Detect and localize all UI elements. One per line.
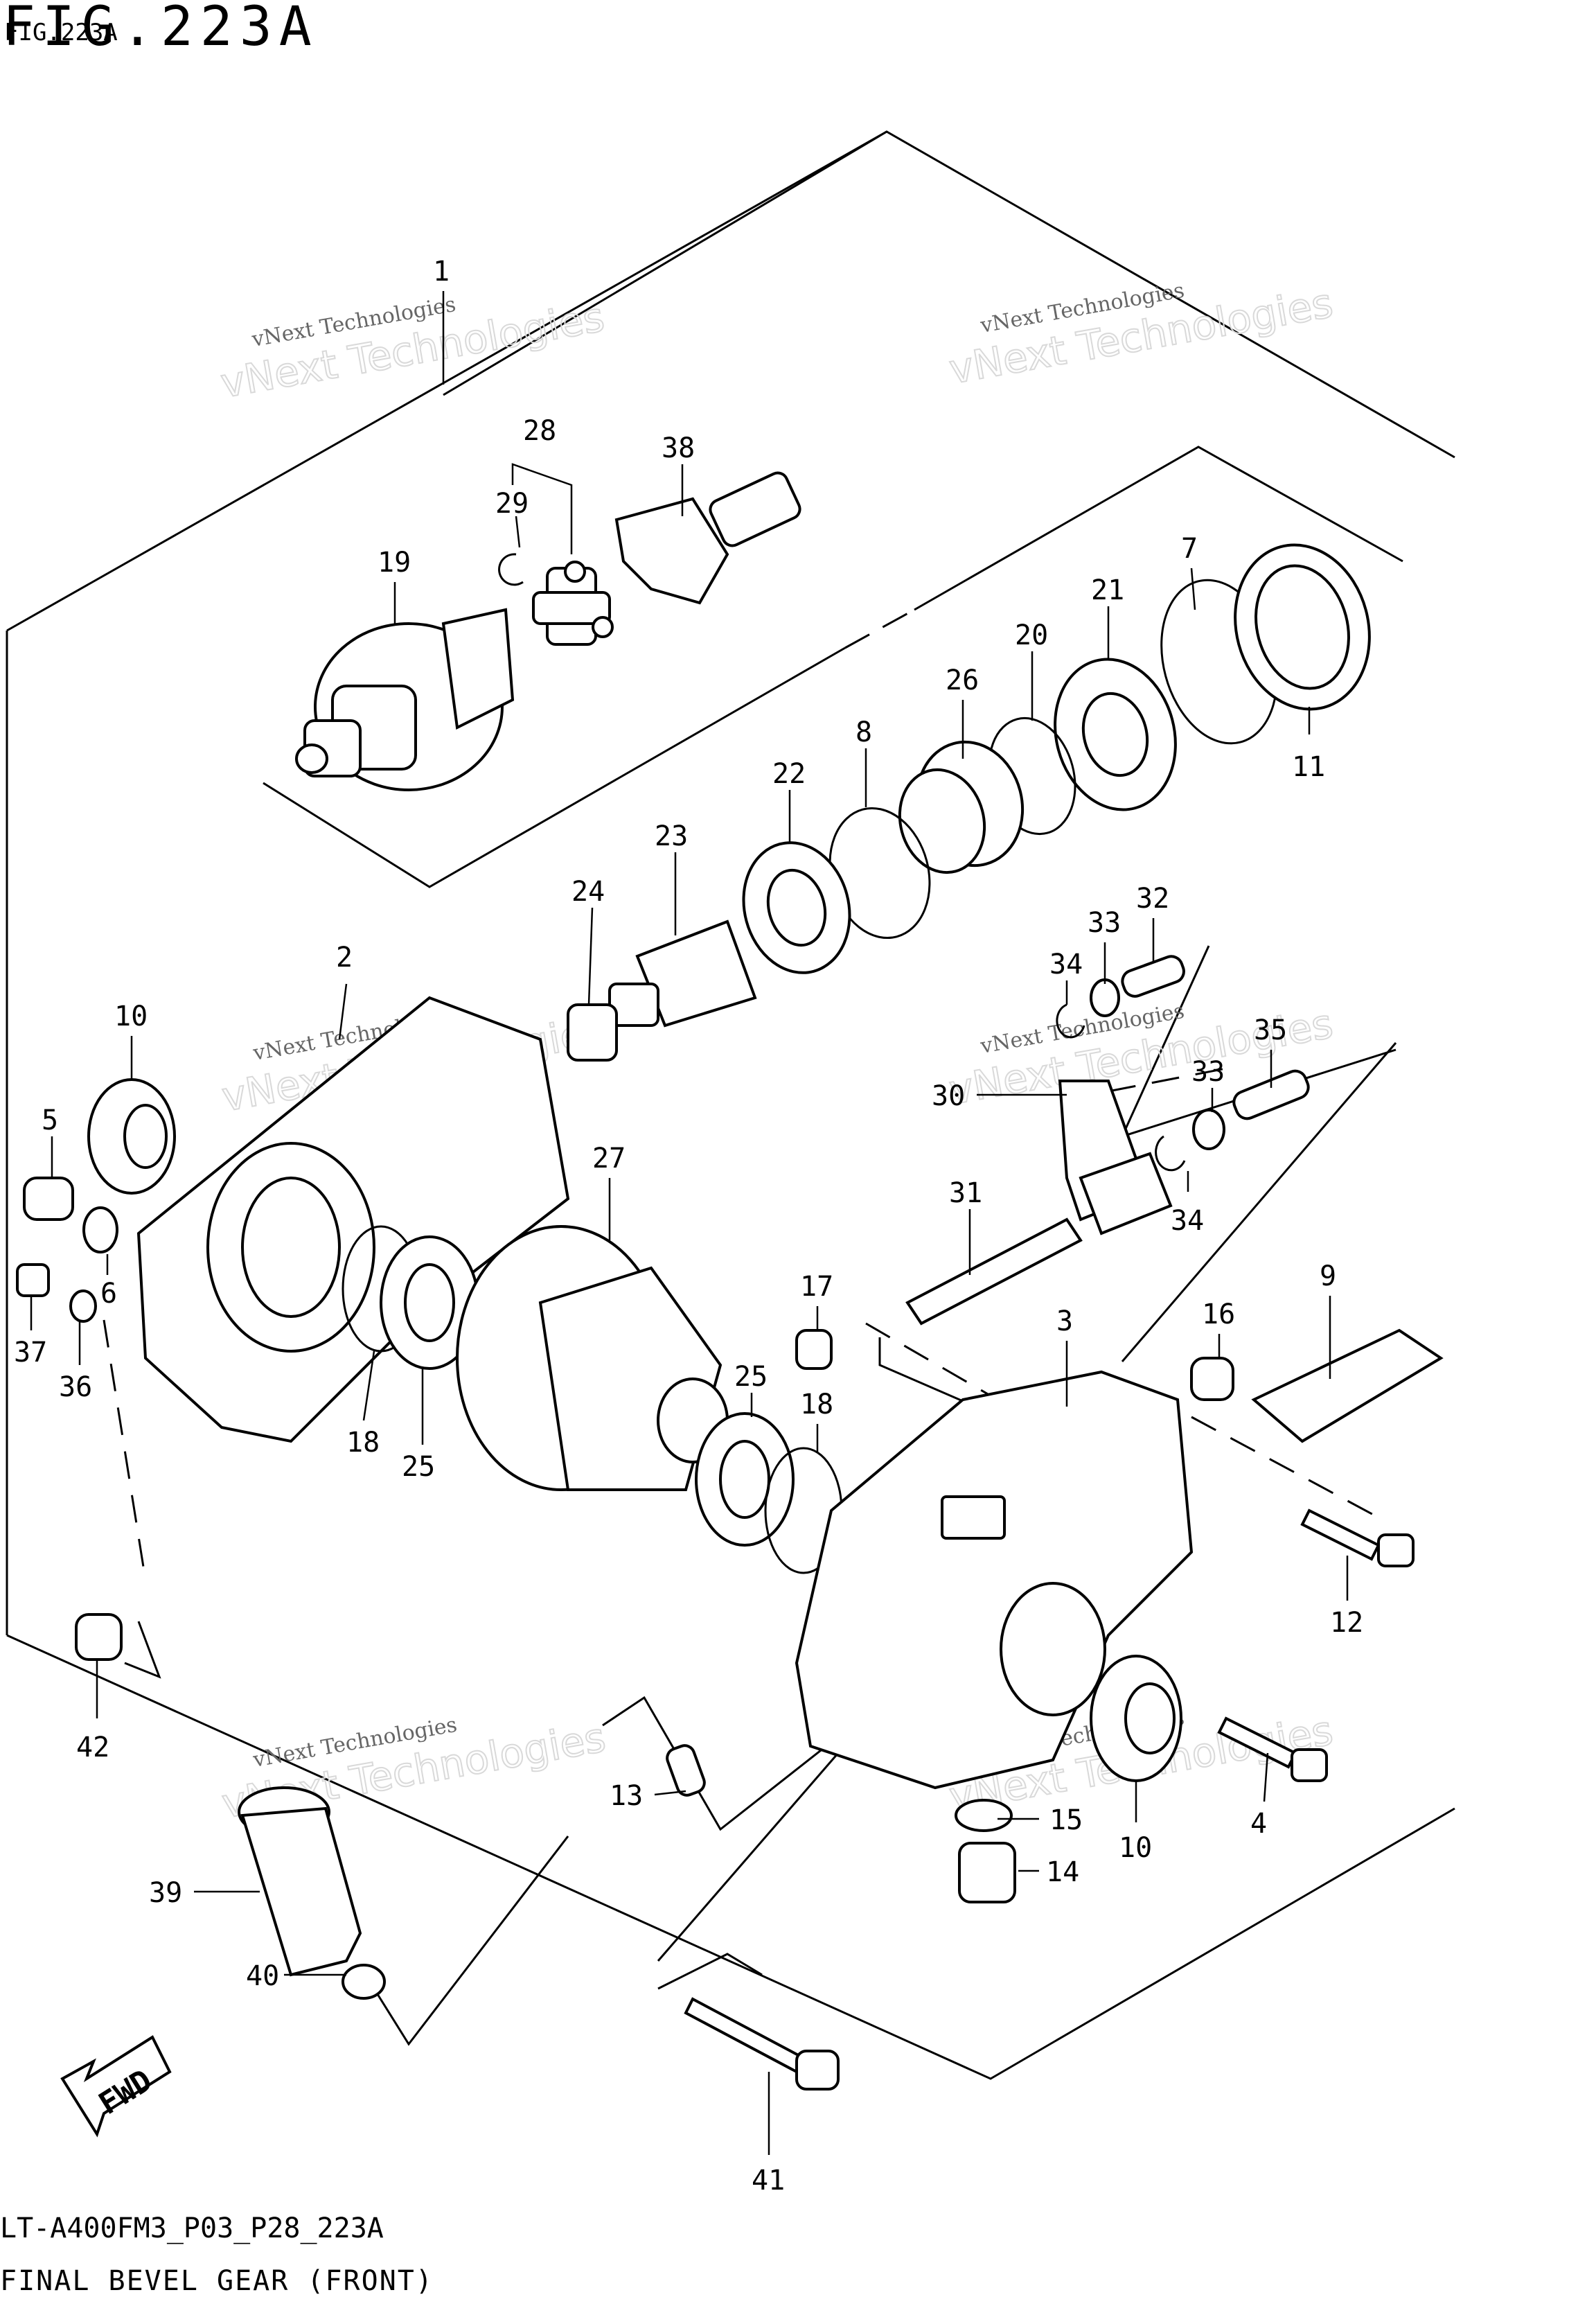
callout-25-left: 25 [402, 1451, 435, 1483]
callout-42: 42 [76, 1732, 109, 1763]
callout-32: 32 [1136, 883, 1169, 915]
callout-23: 23 [655, 820, 688, 852]
part-40-clamp [342, 1964, 386, 2000]
part-32-spring [1121, 955, 1185, 998]
part-42-nut [75, 1613, 123, 1661]
part-21-bearing [1054, 658, 1177, 811]
part-24-needle-bearing [567, 1003, 618, 1062]
callout-22: 22 [772, 758, 806, 790]
callout-29: 29 [495, 488, 529, 520]
part-41-long-bolt [684, 1997, 840, 2091]
callout-31: 31 [949, 1177, 982, 1209]
callout-10-left: 10 [114, 1001, 148, 1032]
callout-5: 5 [42, 1104, 58, 1136]
part-11-oil-seal [1234, 543, 1371, 711]
callout-14: 14 [1046, 1856, 1079, 1888]
callout-33-upper: 33 [1088, 907, 1121, 939]
callout-15: 15 [1049, 1804, 1083, 1836]
callout-35: 35 [1254, 1014, 1287, 1046]
callout-17: 17 [800, 1271, 833, 1303]
model-code: LT-A400FM3_P03_P28_223A [0, 2212, 384, 2244]
assembly-outer-frame [6, 130, 1455, 2080]
part-19-flange-shaft [295, 608, 515, 791]
part-6-washer [82, 1206, 118, 1253]
callout-18-right: 18 [800, 1389, 833, 1420]
part-15-washer [955, 1799, 1013, 1832]
part-25-bearing-right [695, 1412, 795, 1547]
part-9-bracket [1251, 1328, 1444, 1443]
part-3-rear-housing [795, 1370, 1194, 1790]
part-22-bearing [742, 841, 851, 974]
part-10-oil-seal-left [87, 1078, 176, 1195]
diagram-title: FINAL BEVEL GEAR (FRONT) [0, 2265, 434, 2297]
part-38-yoke-shaft [614, 471, 801, 605]
part-34-clip-lower [1155, 1135, 1186, 1172]
callout-1: 1 [433, 256, 450, 288]
callout-9: 9 [1320, 1260, 1336, 1292]
figure-title-small: FIG.223A [4, 19, 118, 46]
callout-7: 7 [1181, 533, 1198, 565]
input-shaft-subframe [263, 446, 1403, 888]
callout-leaders [30, 291, 1349, 2155]
callout-27: 27 [592, 1143, 626, 1174]
callout-2: 2 [336, 942, 353, 974]
part-37-bolt [16, 1263, 50, 1297]
part-27-differential-assembly [456, 1225, 729, 1491]
callout-24: 24 [571, 876, 605, 908]
callout-41: 41 [752, 2165, 785, 2197]
part-5-drain-plug [23, 1177, 74, 1221]
callout-19: 19 [378, 547, 411, 579]
callout-6: 6 [100, 1278, 117, 1310]
part-16-bushing [1190, 1357, 1234, 1401]
callout-3: 3 [1056, 1305, 1073, 1337]
callout-39: 39 [149, 1877, 182, 1909]
callout-20: 20 [1015, 619, 1048, 651]
part-35-spring [1232, 1069, 1310, 1120]
callout-25-right: 25 [734, 1361, 768, 1393]
callout-36: 36 [59, 1371, 92, 1403]
callout-34-lower: 34 [1171, 1205, 1204, 1237]
callout-37: 37 [14, 1337, 47, 1368]
callout-16: 16 [1202, 1299, 1235, 1330]
part-33-washer-lower [1192, 1109, 1225, 1150]
part-13-dowel-pin [666, 1744, 706, 1797]
callout-34-upper: 34 [1049, 949, 1083, 980]
callout-40: 40 [246, 1960, 279, 1992]
callout-4: 4 [1250, 1808, 1267, 1840]
callout-12: 12 [1330, 1607, 1363, 1639]
callout-13: 13 [610, 1780, 643, 1812]
part-39-boot [238, 1786, 362, 1977]
part-31-fork-shaft [905, 1217, 1083, 1326]
misc-guide-lines [124, 1337, 984, 2046]
part-23-pinion-gear [608, 919, 757, 1028]
callout-28: 28 [523, 415, 556, 447]
part-30-shift-fork [1058, 1080, 1173, 1235]
part-17-bushing [795, 1329, 833, 1370]
part-28-universal-joint [532, 561, 614, 646]
part-10-oil-seal-right [1090, 1655, 1182, 1782]
callout-10-right: 10 [1119, 1832, 1152, 1864]
fwd-arrow: FWD [60, 2035, 172, 2138]
part-29-circlip [498, 553, 524, 586]
part-34-clip-upper [1056, 1003, 1085, 1039]
part-36-washer [69, 1290, 97, 1323]
part-33-washer-upper [1090, 978, 1120, 1017]
callout-8: 8 [855, 716, 872, 748]
callout-30: 30 [932, 1080, 965, 1112]
callout-26: 26 [946, 664, 979, 696]
part-14-filler-plug [958, 1842, 1016, 1903]
leader-dashes [103, 1066, 1379, 1581]
part-4-bolt [1217, 1716, 1328, 1782]
part-12-bolt [1300, 1508, 1415, 1567]
callout-18-left: 18 [346, 1427, 380, 1459]
part-25-bearing-left [380, 1235, 479, 1370]
part-2-front-housing [136, 996, 570, 1443]
callout-11: 11 [1292, 751, 1325, 783]
callout-38: 38 [662, 432, 695, 464]
callout-labels: 1 2 3 4 5 6 7 8 9 10 10 11 12 13 14 15 1… [14, 256, 1363, 2197]
callout-21: 21 [1091, 574, 1124, 606]
callout-33-lower: 33 [1191, 1056, 1225, 1088]
figure-title: FIG.223A [3, 0, 319, 58]
